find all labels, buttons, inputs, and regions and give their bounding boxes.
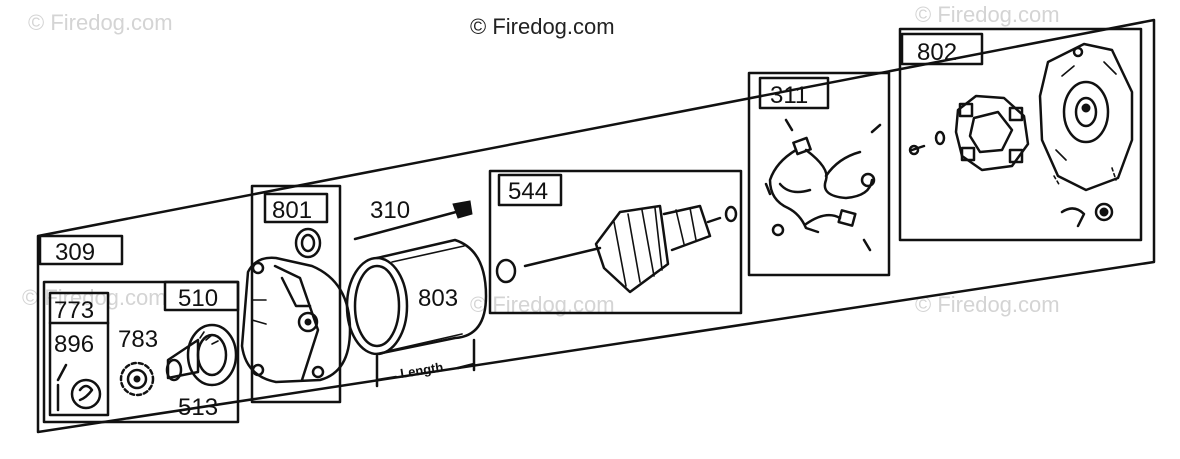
part-label-803: 803 — [418, 285, 458, 312]
label-box-801 — [263, 192, 329, 224]
kit-box-510 — [42, 280, 240, 424]
label-box-311 — [758, 76, 830, 110]
part-label-311: 311 — [770, 82, 808, 109]
kit-box-801 — [250, 184, 342, 404]
clip-896 — [70, 378, 102, 410]
label-box-802 — [900, 32, 984, 66]
armature-544 — [495, 204, 738, 294]
watermark-mid-right: © Firedog.com — [915, 292, 1060, 317]
commutator-end-cap-802 — [1038, 42, 1134, 228]
part-label-773: 773 — [54, 297, 94, 324]
brush-wire-set-311 — [764, 118, 882, 252]
part-label-544: 544 — [508, 178, 548, 205]
part-label-802: 802 — [917, 39, 957, 66]
assembly-outline — [36, 18, 1156, 434]
drive-assembly-513 — [165, 323, 238, 387]
watermark-mid-left: © Firedog.com — [22, 285, 167, 310]
part-label-510: 510 — [178, 285, 218, 312]
through-bolt-310 — [353, 200, 473, 241]
part-label-801: 801 — [272, 197, 312, 224]
part-label-310: 310 — [370, 197, 410, 224]
kit-box-802 — [898, 27, 1143, 242]
part-label-513: 513 — [178, 394, 218, 421]
brush-holder-802 — [908, 94, 1030, 172]
washer-801 — [294, 227, 322, 259]
pinion-gear-783 — [119, 361, 155, 397]
kit-box-311 — [747, 71, 891, 277]
clip-896-detail — [78, 384, 94, 402]
copyright-text: © Firedog.com — [470, 14, 615, 39]
label-box-309 — [38, 234, 124, 266]
watermark-top-left: © Firedog.com — [28, 10, 173, 35]
length-dimension — [375, 338, 476, 388]
kit-box-773-896 — [48, 291, 110, 417]
drive-end-cap — [240, 256, 352, 384]
field-housing-803 — [345, 238, 488, 356]
label-box-510 — [163, 280, 240, 312]
length-label: Length — [399, 359, 444, 381]
label-box-544 — [497, 173, 563, 207]
kit-box-544 — [488, 169, 743, 315]
pointer-896 — [56, 363, 68, 382]
part-label-783: 783 — [118, 326, 158, 353]
part-label-309: 309 — [55, 239, 95, 266]
part-label-896: 896 — [54, 331, 94, 358]
watermark-top-right: © Firedog.com — [915, 2, 1060, 27]
